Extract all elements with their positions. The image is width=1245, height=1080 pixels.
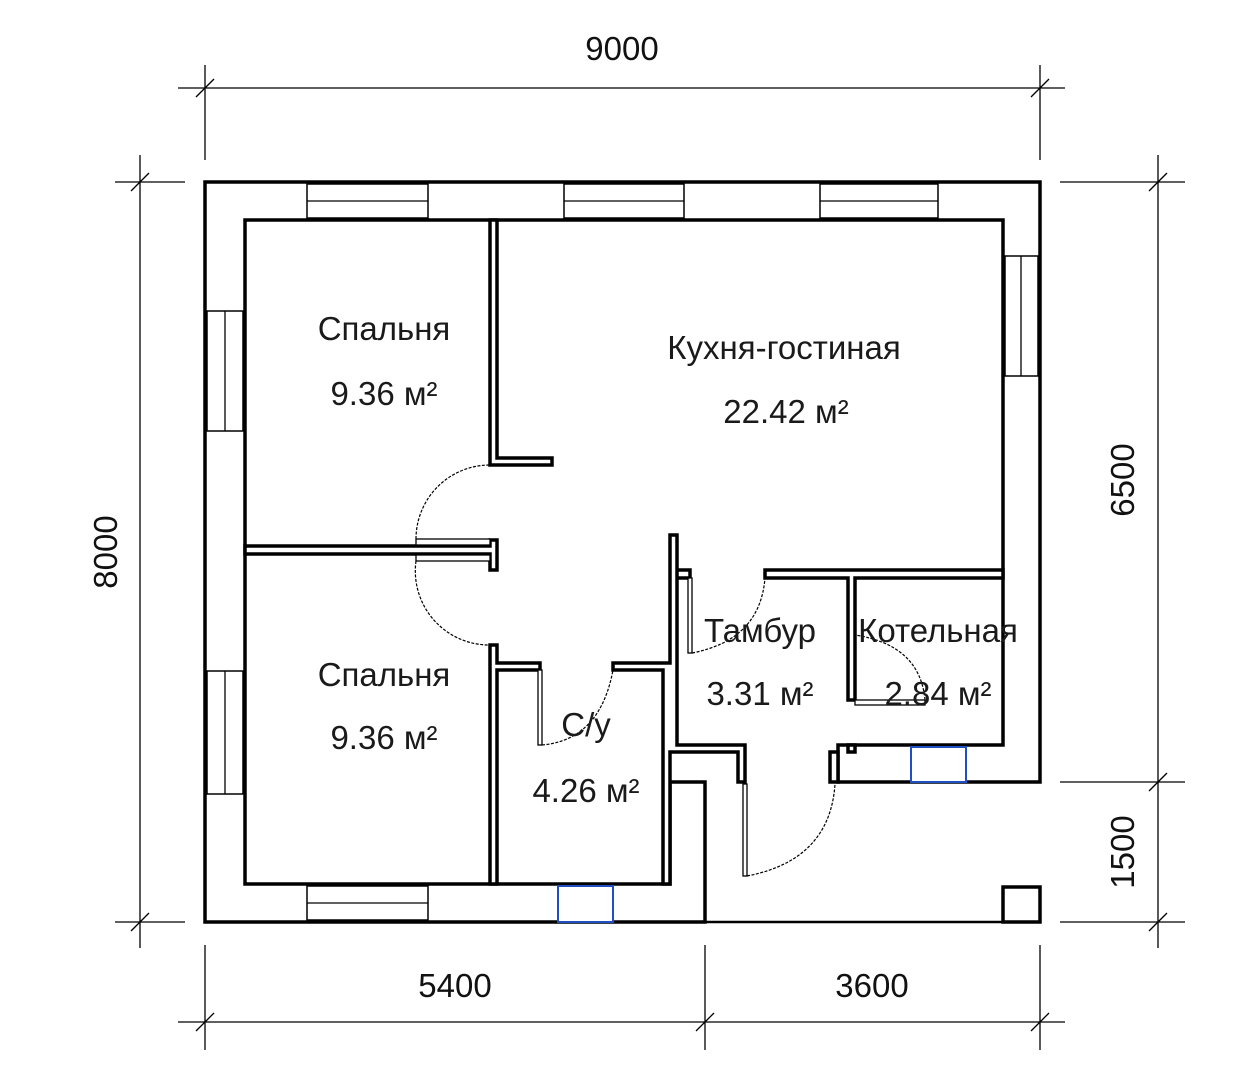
- dimension-right-lower: 1500: [1104, 815, 1141, 888]
- doors: [414, 464, 926, 877]
- room-name-bedroom-2: Спальня: [318, 656, 451, 693]
- dimension-lines: [115, 65, 1185, 1050]
- room-name-bedroom-1: Спальня: [318, 310, 451, 347]
- dimension-right-upper: 6500: [1104, 443, 1141, 516]
- room-area-bathroom: 4.26 м²: [532, 772, 639, 809]
- dimension-bottom-left: 5400: [418, 967, 491, 1004]
- room-area-vestibule: 3.31 м²: [706, 675, 813, 712]
- column: [1001, 885, 1042, 924]
- room-name-vestibule: Тамбур: [704, 612, 816, 649]
- room-area-boiler-room: 2.84 м²: [884, 675, 991, 712]
- room-name-bathroom: С/у: [561, 706, 611, 743]
- room-area-bedroom-1: 9.36 м²: [330, 375, 437, 412]
- windows: [206, 183, 1039, 923]
- room-name-kitchen-living: Кухня-гостиная: [667, 329, 900, 366]
- room-area-bedroom-2: 9.36 м²: [330, 719, 437, 756]
- room-area-kitchen-living: 22.42 м²: [723, 393, 848, 430]
- outer-walls: [203, 180, 1042, 924]
- dimension-total-depth: 8000: [87, 515, 124, 588]
- dimension-total-width: 9000: [585, 30, 658, 67]
- dimension-bottom-right: 3600: [835, 967, 908, 1004]
- room-name-boiler-room: Котельная: [858, 612, 1018, 649]
